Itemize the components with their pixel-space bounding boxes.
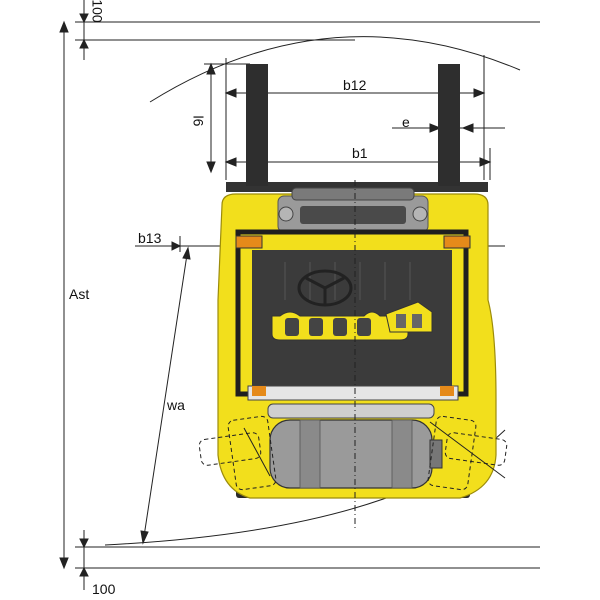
ast-dimension <box>59 20 69 570</box>
l6-dimension <box>204 62 250 174</box>
left-fork <box>246 64 268 186</box>
l6-label: l6 <box>190 115 207 127</box>
b1-label: b1 <box>352 145 368 161</box>
b12-label: b12 <box>343 77 367 93</box>
wa-dimension <box>140 246 191 545</box>
right-fork <box>438 64 460 186</box>
top-offset-label: 100 <box>89 0 106 23</box>
ast-label: Ast <box>69 286 90 302</box>
wa-label: wa <box>167 397 185 413</box>
fork-carriage <box>226 182 488 192</box>
e-label: e <box>402 114 410 130</box>
steering-wheel-icon <box>297 269 353 307</box>
offset-dimension-lines <box>79 0 89 590</box>
boundary-lines <box>75 21 540 569</box>
forklift <box>198 64 508 530</box>
bottom-offset-label: 100 <box>92 581 116 597</box>
b13-label: b13 <box>138 230 162 246</box>
